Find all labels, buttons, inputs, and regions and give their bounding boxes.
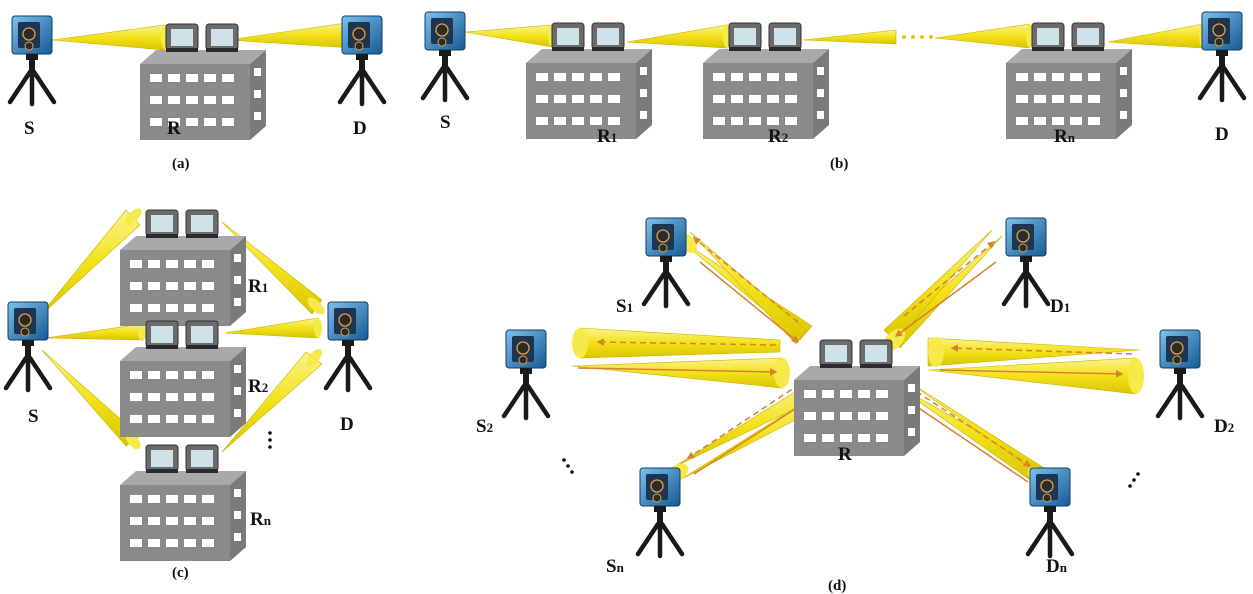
caption-a: (a) bbox=[172, 156, 190, 172]
beam-b-3 bbox=[802, 29, 897, 45]
caption-c: (c) bbox=[172, 565, 189, 581]
beam-c-r2-d bbox=[224, 317, 322, 339]
label-destination-2: D2 bbox=[1214, 416, 1234, 437]
label-relay-n: Rn bbox=[250, 509, 272, 530]
ellipsis-dots-d-left bbox=[562, 458, 574, 474]
source-terminal-1 bbox=[644, 218, 688, 306]
label-source: S bbox=[440, 112, 451, 133]
beam-b-2 bbox=[626, 24, 731, 49]
destination-terminal bbox=[1200, 12, 1244, 100]
beam-c-s-r1 bbox=[37, 208, 142, 319]
source-terminal bbox=[10, 16, 54, 104]
label-relay-2: R2 bbox=[248, 376, 268, 397]
destination-terminal-n bbox=[1028, 468, 1072, 556]
label-source-n: Sn bbox=[606, 556, 625, 577]
beam-d-s1 bbox=[673, 231, 813, 345]
label-source: S bbox=[24, 118, 35, 139]
ellipsis-dots-b bbox=[902, 35, 933, 39]
panel-a: S R D (a) bbox=[10, 16, 384, 172]
destination-terminal-1 bbox=[1004, 218, 1048, 306]
destination-terminal bbox=[326, 302, 370, 390]
label-relay: R bbox=[167, 118, 181, 139]
ellipsis-dots-c bbox=[268, 431, 272, 449]
beam-c-s-r2 bbox=[44, 323, 146, 341]
label-source-2: S2 bbox=[476, 416, 493, 437]
label-relay-1: R1 bbox=[597, 126, 617, 147]
beam-c-r1-d bbox=[221, 221, 325, 315]
beam-c-rn-d bbox=[221, 348, 323, 453]
beam-b-1 bbox=[464, 24, 556, 48]
beam-d-d1 bbox=[882, 229, 1003, 352]
label-destination-1: D1 bbox=[1050, 296, 1070, 317]
caption-d: (d) bbox=[828, 578, 846, 594]
panel-d: R S1 S2 Sn D1 D2 Dn (d) bbox=[476, 218, 1234, 594]
label-relay-1: R1 bbox=[248, 276, 268, 297]
beam-d-s2 bbox=[571, 327, 790, 389]
panel-c: S D R1 R2 Rn (c) bbox=[6, 208, 370, 581]
relay-building-n bbox=[119, 444, 247, 562]
caption-b: (b) bbox=[830, 156, 848, 172]
source-terminal-2 bbox=[504, 330, 548, 418]
beam-b-5 bbox=[1107, 23, 1207, 49]
panel-b: S R1 R2 Rn D (b) bbox=[423, 12, 1244, 172]
label-relay-n: Rn bbox=[1054, 126, 1076, 147]
source-terminal bbox=[6, 302, 50, 390]
destination-terminal-2 bbox=[1158, 330, 1202, 418]
label-destination: D bbox=[340, 414, 354, 435]
label-destination: D bbox=[353, 118, 367, 139]
source-terminal bbox=[423, 12, 467, 100]
label-destination-n: Dn bbox=[1046, 556, 1068, 577]
label-source-1: S1 bbox=[616, 296, 633, 317]
beam-a-2 bbox=[227, 21, 357, 49]
label-destination: D bbox=[1215, 124, 1229, 145]
ellipsis-dots-d-right bbox=[1128, 472, 1140, 488]
beam-d-d2 bbox=[927, 337, 1144, 395]
source-terminal-n bbox=[638, 468, 682, 556]
label-source: S bbox=[28, 406, 39, 427]
destination-terminal bbox=[340, 16, 384, 104]
beam-a-1 bbox=[51, 24, 169, 51]
beam-b-4 bbox=[934, 23, 1034, 49]
relay-building bbox=[793, 339, 921, 457]
label-relay-2: R2 bbox=[768, 126, 788, 147]
beam-d-sn bbox=[663, 383, 828, 485]
label-relay: R bbox=[838, 444, 852, 465]
